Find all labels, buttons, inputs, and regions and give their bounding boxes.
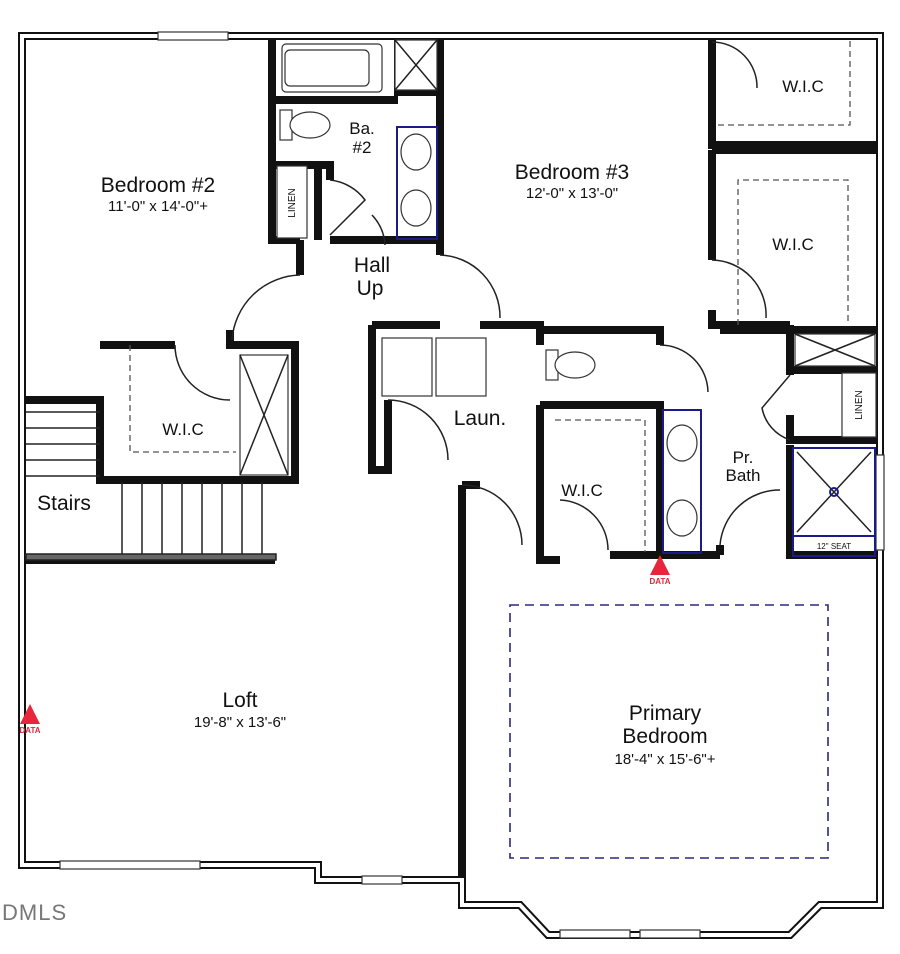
- dryer: [435, 337, 487, 397]
- washer: [381, 337, 433, 397]
- toilet-bowl: [289, 111, 331, 139]
- toilet-bowl: [554, 351, 596, 379]
- room-label: Primary: [629, 702, 702, 725]
- room-label: Pr.: [733, 448, 754, 467]
- walls: [18, 32, 884, 939]
- room-dims: 11'-0" x 14'-0"+: [108, 198, 208, 215]
- sink: [400, 133, 432, 171]
- windows: [59, 31, 885, 939]
- door-swing: [461, 484, 523, 546]
- room-label: Ba.: [349, 119, 375, 138]
- room-label: Bedroom #2: [101, 174, 215, 197]
- room-label: #2: [353, 138, 372, 157]
- stair-treads: [26, 411, 263, 556]
- door-swing: [174, 344, 231, 401]
- room-label: Laun.: [454, 407, 507, 430]
- door-swing: [719, 489, 781, 546]
- sink: [666, 424, 698, 462]
- wall-inner: [20, 34, 882, 937]
- vanity: [662, 409, 702, 554]
- window: [59, 860, 201, 870]
- door-swing: [559, 499, 609, 551]
- fixtures: [129, 39, 877, 859]
- vanity: [396, 126, 438, 240]
- door-swing: [387, 399, 449, 461]
- window: [361, 875, 403, 885]
- exterior-wall: [18, 32, 884, 939]
- cabinet-x: [239, 354, 289, 476]
- door-swing: [439, 254, 501, 319]
- cabinet-x: [794, 333, 876, 367]
- linen-closet: [276, 165, 308, 239]
- room-label: W.I.C: [162, 420, 204, 439]
- bathtub-basin: [284, 49, 370, 87]
- sink: [400, 189, 432, 227]
- linen-label: LINEN: [854, 390, 865, 419]
- stair-rail: [25, 553, 277, 561]
- door-swing: [231, 274, 301, 341]
- doors: [174, 41, 791, 551]
- window: [559, 929, 631, 939]
- window: [157, 31, 229, 41]
- data-marker-icon: [20, 704, 40, 724]
- door-swing: [711, 41, 758, 89]
- room-label: W.I.C: [772, 235, 814, 254]
- window: [875, 454, 885, 551]
- data-marker-label: DATA: [19, 726, 40, 735]
- room-label: Up: [357, 277, 384, 300]
- shower-x: [796, 451, 872, 533]
- room-label: W.I.C: [561, 481, 603, 500]
- room-label: Bath: [726, 466, 761, 485]
- room-label: Bedroom: [622, 725, 707, 748]
- shower-x: [394, 39, 438, 91]
- room-label: Bedroom #3: [515, 161, 629, 184]
- ceiling-outline: [509, 604, 829, 859]
- labels: Bedroom #2 11'-0" x 14'-0"+ Ba. #2 Hall …: [37, 77, 865, 768]
- window: [639, 929, 701, 939]
- room-dims: 18'-4" x 15'-6"+: [614, 751, 715, 768]
- room-dims: 19'-8" x 13'-6": [194, 714, 286, 731]
- room-label: Hall: [354, 254, 390, 277]
- stairs: [25, 411, 277, 561]
- room-label: W.I.C: [782, 77, 824, 96]
- linen-label: LINEN: [287, 188, 298, 217]
- door-swing: [711, 259, 767, 319]
- door-swing: [761, 374, 791, 441]
- data-markers: DATA DATA: [19, 555, 671, 735]
- sink: [666, 499, 698, 537]
- room-label: Stairs: [37, 492, 91, 515]
- data-marker-icon: [650, 555, 670, 575]
- data-marker-label: DATA: [649, 577, 670, 586]
- shower-seat: [792, 535, 876, 557]
- seat-label: 12" SEAT: [817, 542, 851, 551]
- room-dims: 12'-0" x 13'-0": [526, 185, 618, 202]
- watermark: DMLS: [2, 900, 67, 925]
- door-swing: [659, 344, 709, 393]
- interior-walls: [22, 36, 878, 880]
- room-label: Loft: [222, 689, 257, 712]
- shower-drain: [829, 487, 839, 497]
- closet-shelf: [129, 40, 851, 552]
- door-swing: [329, 179, 386, 246]
- linen-closet: [841, 372, 877, 438]
